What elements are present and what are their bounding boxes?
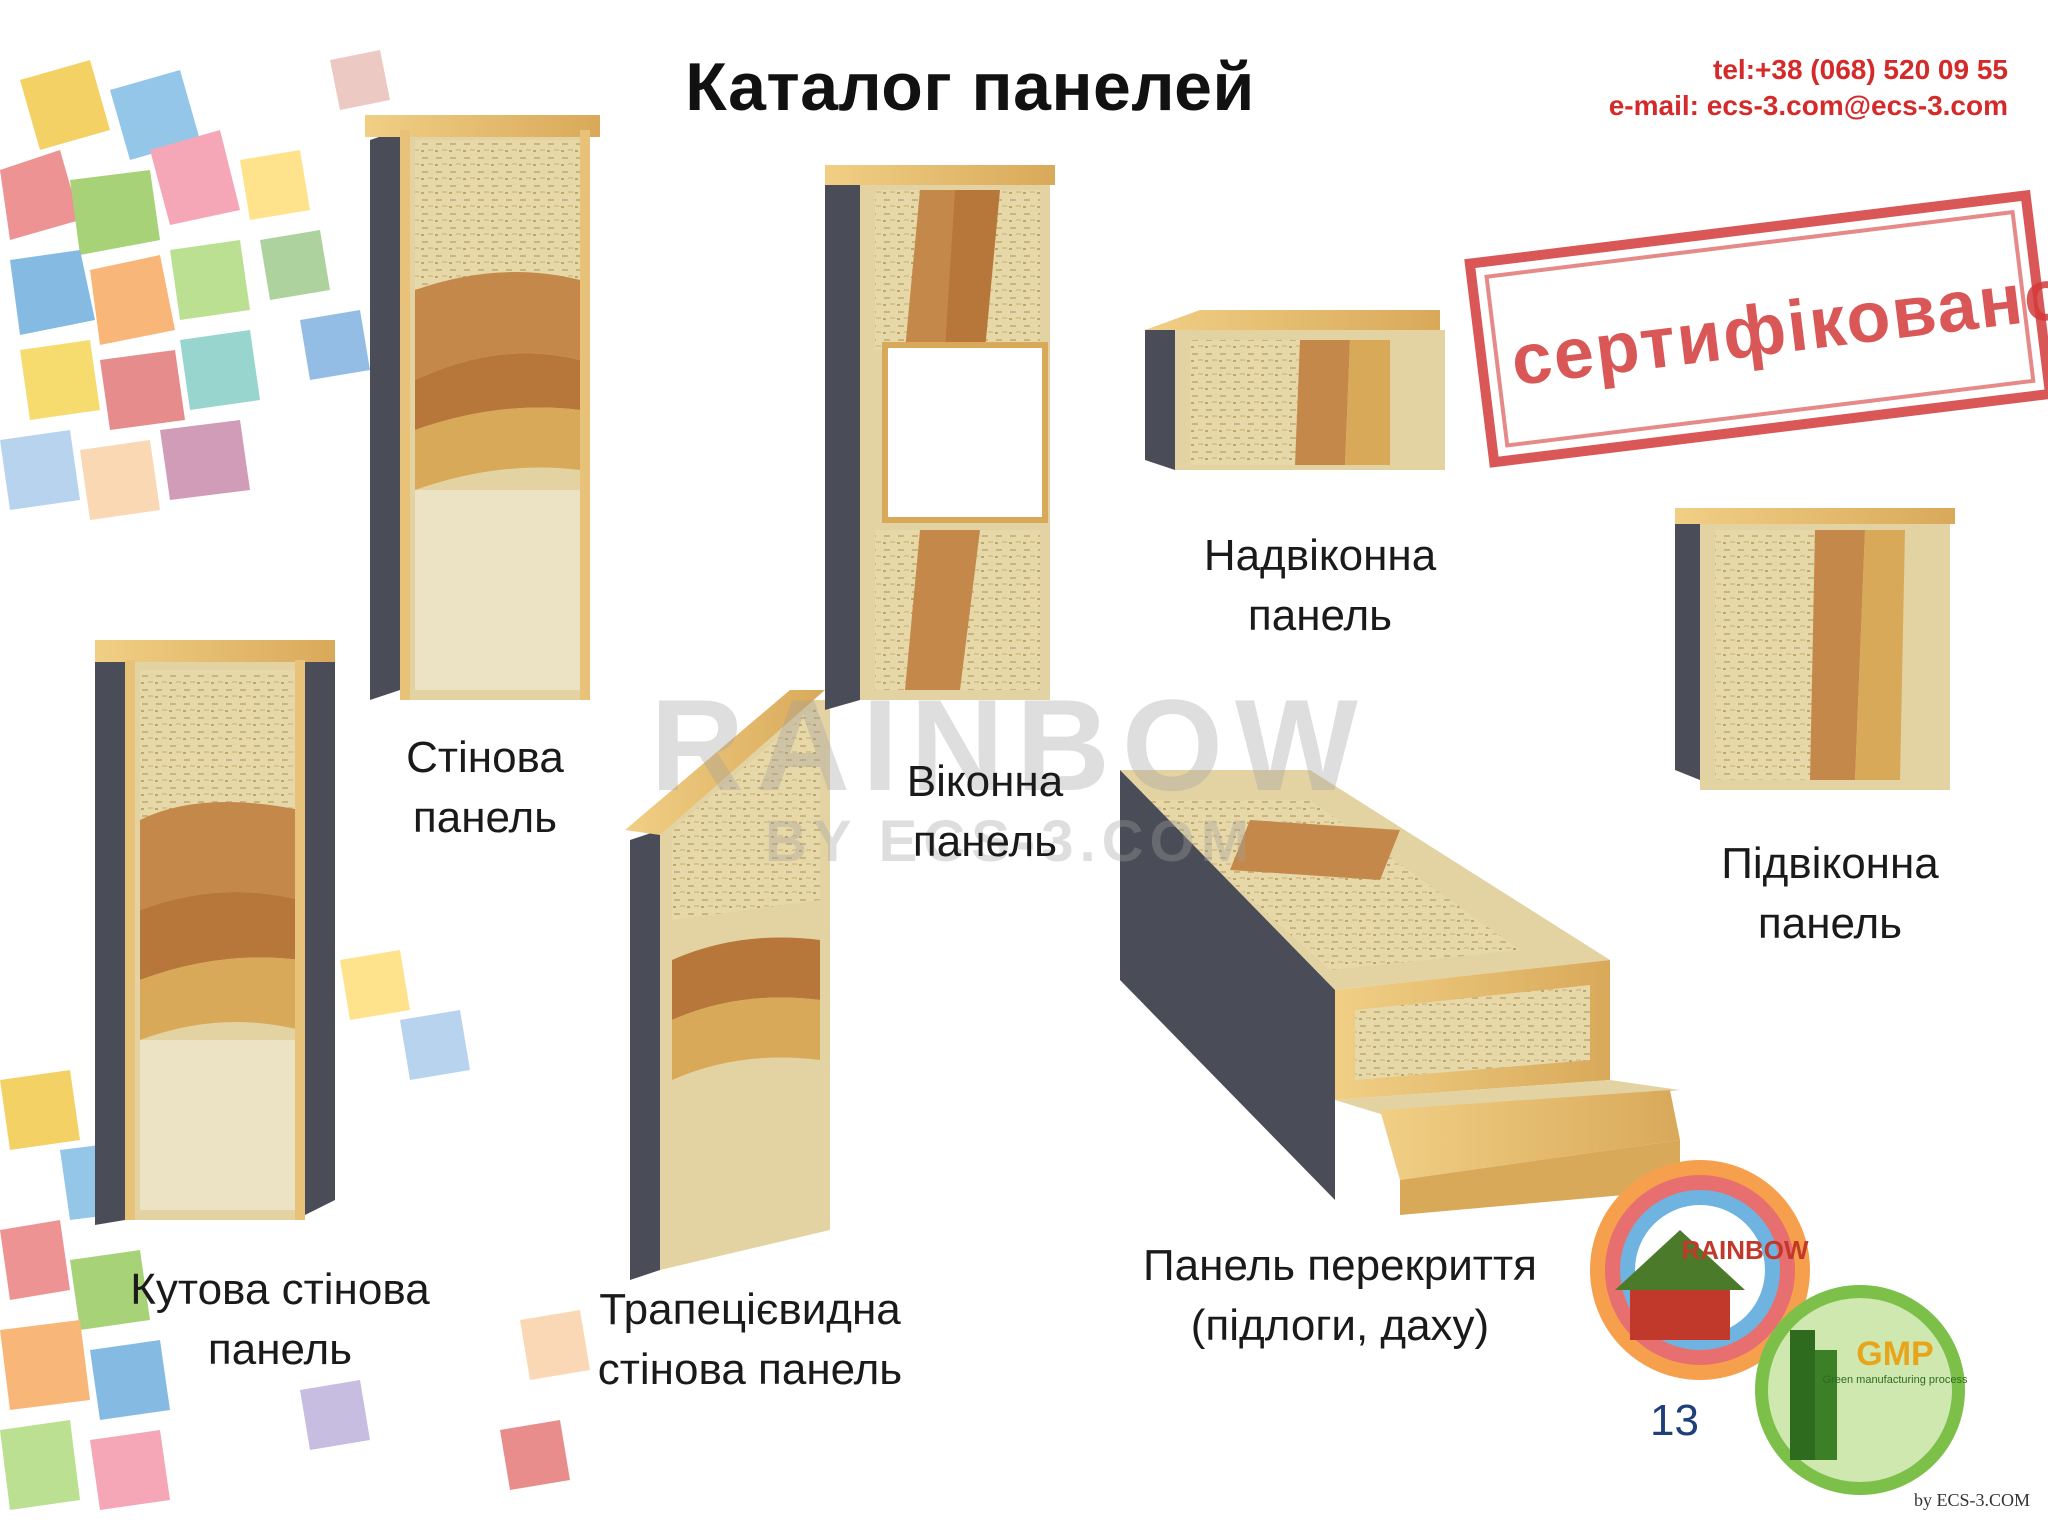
label-below-window-line1: Підвіконна — [1721, 839, 1939, 888]
above-window-panel-image — [1145, 310, 1445, 470]
rainbow-logo — [1590, 1160, 1810, 1380]
label-corner-line2: панель — [207, 1325, 353, 1374]
gmp-logo — [1755, 1285, 1965, 1495]
watermark-line1: RAINBOW — [650, 672, 1370, 818]
gmp-title: GMP — [1856, 1335, 1934, 1373]
certified-stamp — [1464, 189, 2048, 468]
wall-panel-image — [365, 115, 600, 700]
label-floor-panel: Панель перекриття (підлоги, даху) — [1090, 1236, 1590, 1356]
label-floor-line1: Панель перекриття — [1143, 1241, 1537, 1290]
below-window-panel-image — [1675, 508, 1955, 790]
label-above-window-line2: панель — [1247, 591, 1393, 640]
page-number: 13 — [1650, 1396, 1699, 1445]
contact-info: tel:+38 (068) 520 09 55 e-mail: ecs-3.co… — [1609, 52, 2008, 124]
page-title: Каталог панелей — [685, 49, 1255, 125]
label-window-panel: Віконна панель — [875, 752, 1095, 872]
window-panel-image — [825, 165, 1055, 710]
label-above-window-line1: Надвіконна — [1203, 531, 1437, 580]
label-window-line2: панель — [912, 817, 1058, 866]
rainbow-logo-text: RAINBOW — [1681, 1235, 1809, 1265]
label-wall-line1: Стінова — [406, 733, 564, 782]
label-corner-line1: Кутова стінова — [130, 1265, 430, 1314]
gmp-logo-text: GMP Green manufacturing process — [1820, 1335, 1970, 1386]
label-trapezoid-line1: Трапецієвидна — [599, 1285, 901, 1334]
watermark-line2: BY ECS-3.COM — [765, 809, 1255, 874]
corner-wall-panel-image — [95, 640, 335, 1225]
label-trapezoid-panel: Трапецієвидна стінова панель — [540, 1280, 960, 1400]
label-wall-line2: панель — [412, 793, 558, 842]
contact-phone: tel:+38 (068) 520 09 55 — [1713, 54, 2008, 85]
floor-panel-image — [1120, 770, 1680, 1215]
label-window-line1: Віконна — [906, 757, 1064, 806]
label-above-window-panel: Надвіконна панель — [1150, 526, 1490, 646]
label-corner-panel: Кутова стінова панель — [80, 1260, 480, 1380]
contact-email: e-mail: ecs-3.com@ecs-3.com — [1608, 90, 2008, 121]
label-below-window-line2: панель — [1757, 899, 1903, 948]
gmp-subtitle: Green manufacturing process — [1822, 1374, 1968, 1386]
byline: by ECS-3.COM — [1913, 1490, 2030, 1510]
label-trapezoid-line2: стінова панель — [597, 1345, 903, 1394]
trapezoid-wall-panel-image — [625, 690, 830, 1280]
decorative-shapes — [0, 50, 590, 1510]
label-below-window-panel: Підвіконна панель — [1670, 834, 1990, 954]
label-wall-panel: Стінова панель — [375, 728, 595, 848]
label-floor-line2: (підлоги, даху) — [1190, 1301, 1490, 1350]
watermark: RAINBOW BY ECS-3.COM — [600, 680, 1420, 874]
